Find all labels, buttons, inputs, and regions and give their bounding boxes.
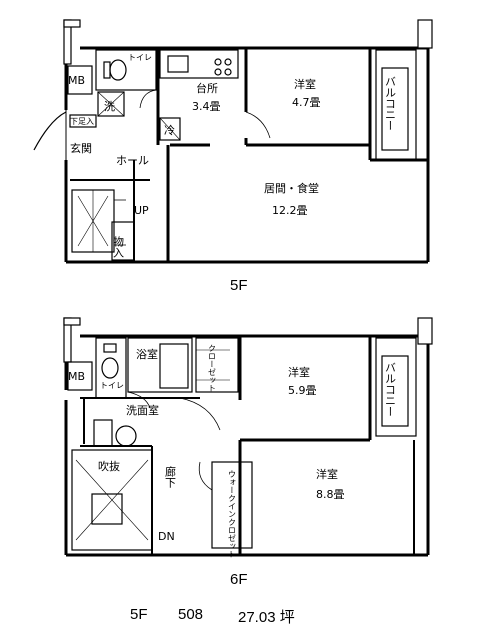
up-label: UP	[134, 204, 149, 217]
mb-label-5f: MB	[68, 74, 85, 87]
dn-label: DN	[158, 530, 175, 543]
kitchen-size: 3.4畳	[192, 100, 221, 113]
hall-label: ホール	[116, 154, 149, 167]
washer-label-5f: 洗	[104, 100, 115, 113]
mb-label-6f: MB	[68, 370, 85, 383]
balcony-label-5f: バルコニー	[384, 76, 397, 131]
western-size-5f: 4.7畳	[292, 96, 321, 109]
bath-label: 浴室	[136, 347, 158, 361]
storage-label: 物入	[112, 235, 125, 258]
floor-label-6f: 6F	[230, 571, 248, 588]
floor-label-5f: 5F	[230, 277, 248, 294]
fridge-label: 冷	[164, 124, 175, 137]
western-label-5f: 洋室	[294, 77, 316, 91]
balcony-label-6f: バルコニー	[384, 362, 397, 417]
floor-5f-plan	[33, 19, 433, 264]
western2-size: 8.8畳	[316, 488, 345, 501]
washroom-label: 洗面室	[126, 403, 159, 417]
western2-label: 洋室	[316, 467, 338, 481]
footer-floor: 5F	[130, 606, 148, 623]
western1-label: 洋室	[288, 365, 310, 379]
atrium-label: 吹抜	[98, 459, 120, 473]
living-size: 12.2畳	[272, 204, 308, 217]
western1-size: 5.9畳	[288, 384, 317, 397]
footer-area: 27.03 坪	[238, 609, 295, 626]
kitchen-label: 台所	[196, 81, 218, 95]
walkin-label: ウォークインクロゼット	[228, 470, 237, 558]
footer-unit: 508	[178, 606, 204, 623]
entrance-label: 玄関	[70, 141, 92, 155]
living-label: 居間・食堂	[264, 181, 319, 195]
floor-6f-plan	[63, 317, 433, 557]
corridor-label: 廊下	[164, 465, 177, 489]
closet-label: クローゼット	[208, 344, 217, 392]
shoes-label: 下足入	[70, 117, 94, 126]
toilet-label-6f: トイレ	[100, 381, 124, 390]
toilet-label-5f: トイレ	[128, 53, 152, 62]
